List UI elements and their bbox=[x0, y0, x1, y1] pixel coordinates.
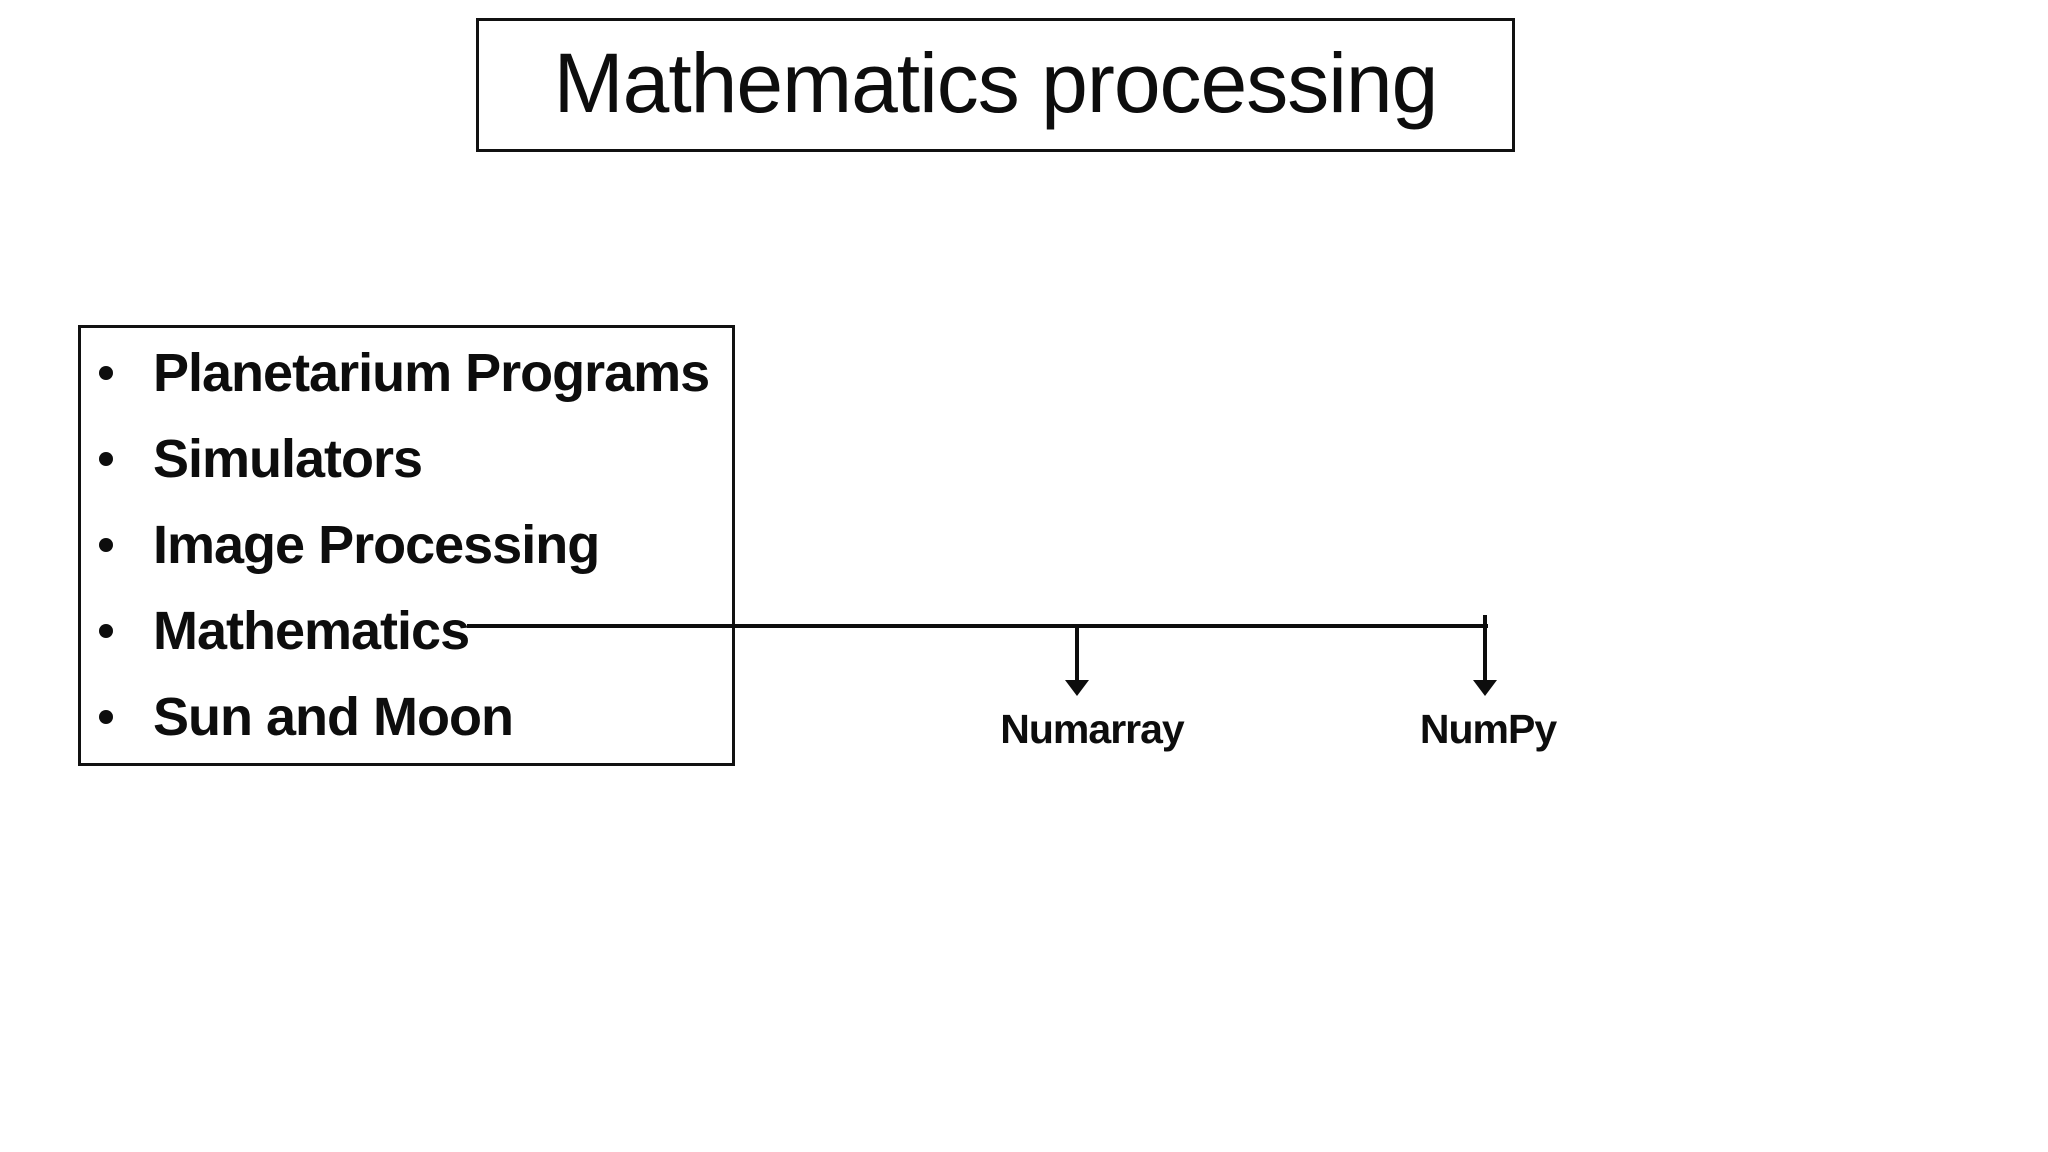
branch-label-numpy: NumPy bbox=[1419, 706, 1557, 752]
arrow-down-numarray bbox=[1075, 626, 1079, 681]
arrowhead-down-icon bbox=[1473, 680, 1497, 696]
bullet-icon bbox=[99, 538, 113, 552]
topics-list: Planetarium Programs Simulators Image Pr… bbox=[81, 328, 732, 760]
slide-title: Mathematics processing bbox=[553, 35, 1439, 130]
list-item-label: Image Processing bbox=[153, 515, 600, 575]
list-item-planetarium-programs: Planetarium Programs bbox=[81, 330, 732, 416]
list-item-label: Simulators bbox=[153, 429, 423, 489]
list-item-mathematics: Mathematics bbox=[81, 588, 732, 674]
arrowhead-down-icon bbox=[1065, 680, 1089, 696]
arrow-down-numpy bbox=[1483, 615, 1487, 681]
bullet-icon bbox=[99, 452, 113, 466]
bullet-icon bbox=[99, 366, 113, 380]
list-item-image-processing: Image Processing bbox=[81, 502, 732, 588]
list-item-simulators: Simulators bbox=[81, 416, 732, 502]
title-box: Mathematics processing bbox=[476, 18, 1515, 152]
connector-line-mathematics bbox=[467, 624, 1488, 628]
list-item-label: Planetarium Programs bbox=[153, 343, 710, 403]
branch-label-numarray: Numarray bbox=[1000, 706, 1184, 752]
list-item-label: Mathematics bbox=[153, 601, 470, 661]
bullet-icon bbox=[99, 624, 113, 638]
bullet-icon bbox=[99, 710, 113, 724]
list-item-sun-and-moon: Sun and Moon bbox=[81, 674, 732, 760]
list-item-label: Sun and Moon bbox=[153, 687, 514, 747]
topics-list-box: Planetarium Programs Simulators Image Pr… bbox=[78, 325, 735, 766]
